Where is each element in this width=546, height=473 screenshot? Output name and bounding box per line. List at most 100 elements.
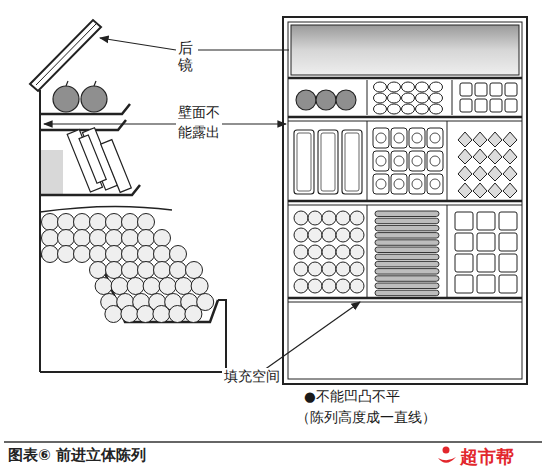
fruit <box>127 278 144 295</box>
leafy-veg <box>503 132 517 147</box>
fruit <box>138 246 155 263</box>
pack <box>455 212 473 230</box>
fruit <box>74 230 91 247</box>
tray <box>376 133 386 143</box>
apple <box>81 86 107 112</box>
pack <box>318 130 338 194</box>
leafy-veg <box>503 166 517 181</box>
figure-caption: 图表⑥ 前进立体陈列 <box>8 446 146 465</box>
fruit <box>308 211 322 225</box>
leafy-veg <box>458 183 472 198</box>
fruit <box>74 246 91 263</box>
fruit <box>308 245 322 259</box>
fruit <box>95 278 112 295</box>
fruit <box>308 262 322 276</box>
drawing-part <box>39 90 41 372</box>
leafy-veg <box>488 166 502 181</box>
fruit <box>122 262 139 279</box>
drawing-part <box>367 80 368 115</box>
fruit <box>74 214 91 231</box>
drawing-part <box>44 123 286 124</box>
fruit <box>175 278 192 295</box>
fruit <box>143 278 160 295</box>
drawing-part <box>40 206 172 212</box>
pack <box>499 212 517 230</box>
tray <box>427 151 443 171</box>
fruit <box>191 278 208 295</box>
fruit <box>90 214 107 231</box>
small-fruit <box>430 104 443 114</box>
drawing-part <box>198 49 289 50</box>
fruit <box>106 214 123 231</box>
tray <box>394 133 404 143</box>
fruit <box>170 262 187 279</box>
small-fruit <box>402 104 415 114</box>
drawing-part <box>36 24 96 85</box>
tray <box>391 128 407 148</box>
pack <box>505 99 517 112</box>
pack <box>505 83 517 96</box>
small-fruit <box>430 93 443 103</box>
fruit <box>154 262 171 279</box>
drawing-part <box>288 302 522 303</box>
tray <box>376 179 386 189</box>
fruit <box>58 214 75 231</box>
pack <box>475 83 487 96</box>
fruit <box>336 211 350 225</box>
leader-lines <box>44 38 360 370</box>
drawing-part <box>40 120 126 130</box>
fruit <box>106 246 123 263</box>
fruit <box>350 279 364 293</box>
leafy-veg <box>503 149 517 164</box>
tray <box>412 133 422 143</box>
pack <box>499 254 517 272</box>
fruit <box>90 262 107 279</box>
pack <box>345 133 359 191</box>
tray <box>412 156 422 166</box>
small-fruit <box>402 93 415 103</box>
fruit <box>169 306 186 323</box>
apple-stem <box>94 81 96 86</box>
leafy-veg <box>473 132 487 147</box>
caption-rule <box>4 441 542 443</box>
drawing-part <box>40 300 226 372</box>
tray <box>427 174 443 194</box>
fruit <box>121 306 138 323</box>
fruit <box>336 279 350 293</box>
small-fruit <box>388 93 401 103</box>
pack <box>499 233 517 251</box>
sausage <box>375 283 439 289</box>
fruit <box>294 228 308 242</box>
fruit <box>106 230 123 247</box>
leafy-veg <box>473 183 487 198</box>
small-fruit <box>416 93 429 103</box>
fruit <box>90 246 107 263</box>
fruit <box>105 306 122 323</box>
drawing-part <box>264 302 360 370</box>
drawing-part <box>288 205 522 206</box>
pack <box>477 212 495 230</box>
tray <box>394 156 404 166</box>
leafy-veg <box>458 149 472 164</box>
pack <box>455 233 473 251</box>
drawing-part <box>283 17 527 384</box>
apple <box>296 90 316 110</box>
pack <box>477 254 495 272</box>
sausage <box>375 276 439 282</box>
fruit <box>58 230 75 247</box>
fruit <box>159 278 176 295</box>
fruit <box>294 279 308 293</box>
fruit <box>106 262 123 279</box>
drawing-part <box>288 22 522 379</box>
fruit <box>350 228 364 242</box>
leafy-veg <box>488 132 502 147</box>
fruit <box>294 211 308 225</box>
sausage <box>375 225 439 231</box>
tray <box>427 128 443 148</box>
small-fruit <box>374 82 387 92</box>
fruit <box>294 262 308 276</box>
pack <box>499 275 517 293</box>
drawing-part <box>367 205 368 298</box>
leafy-veg <box>473 149 487 164</box>
tray <box>430 156 440 166</box>
